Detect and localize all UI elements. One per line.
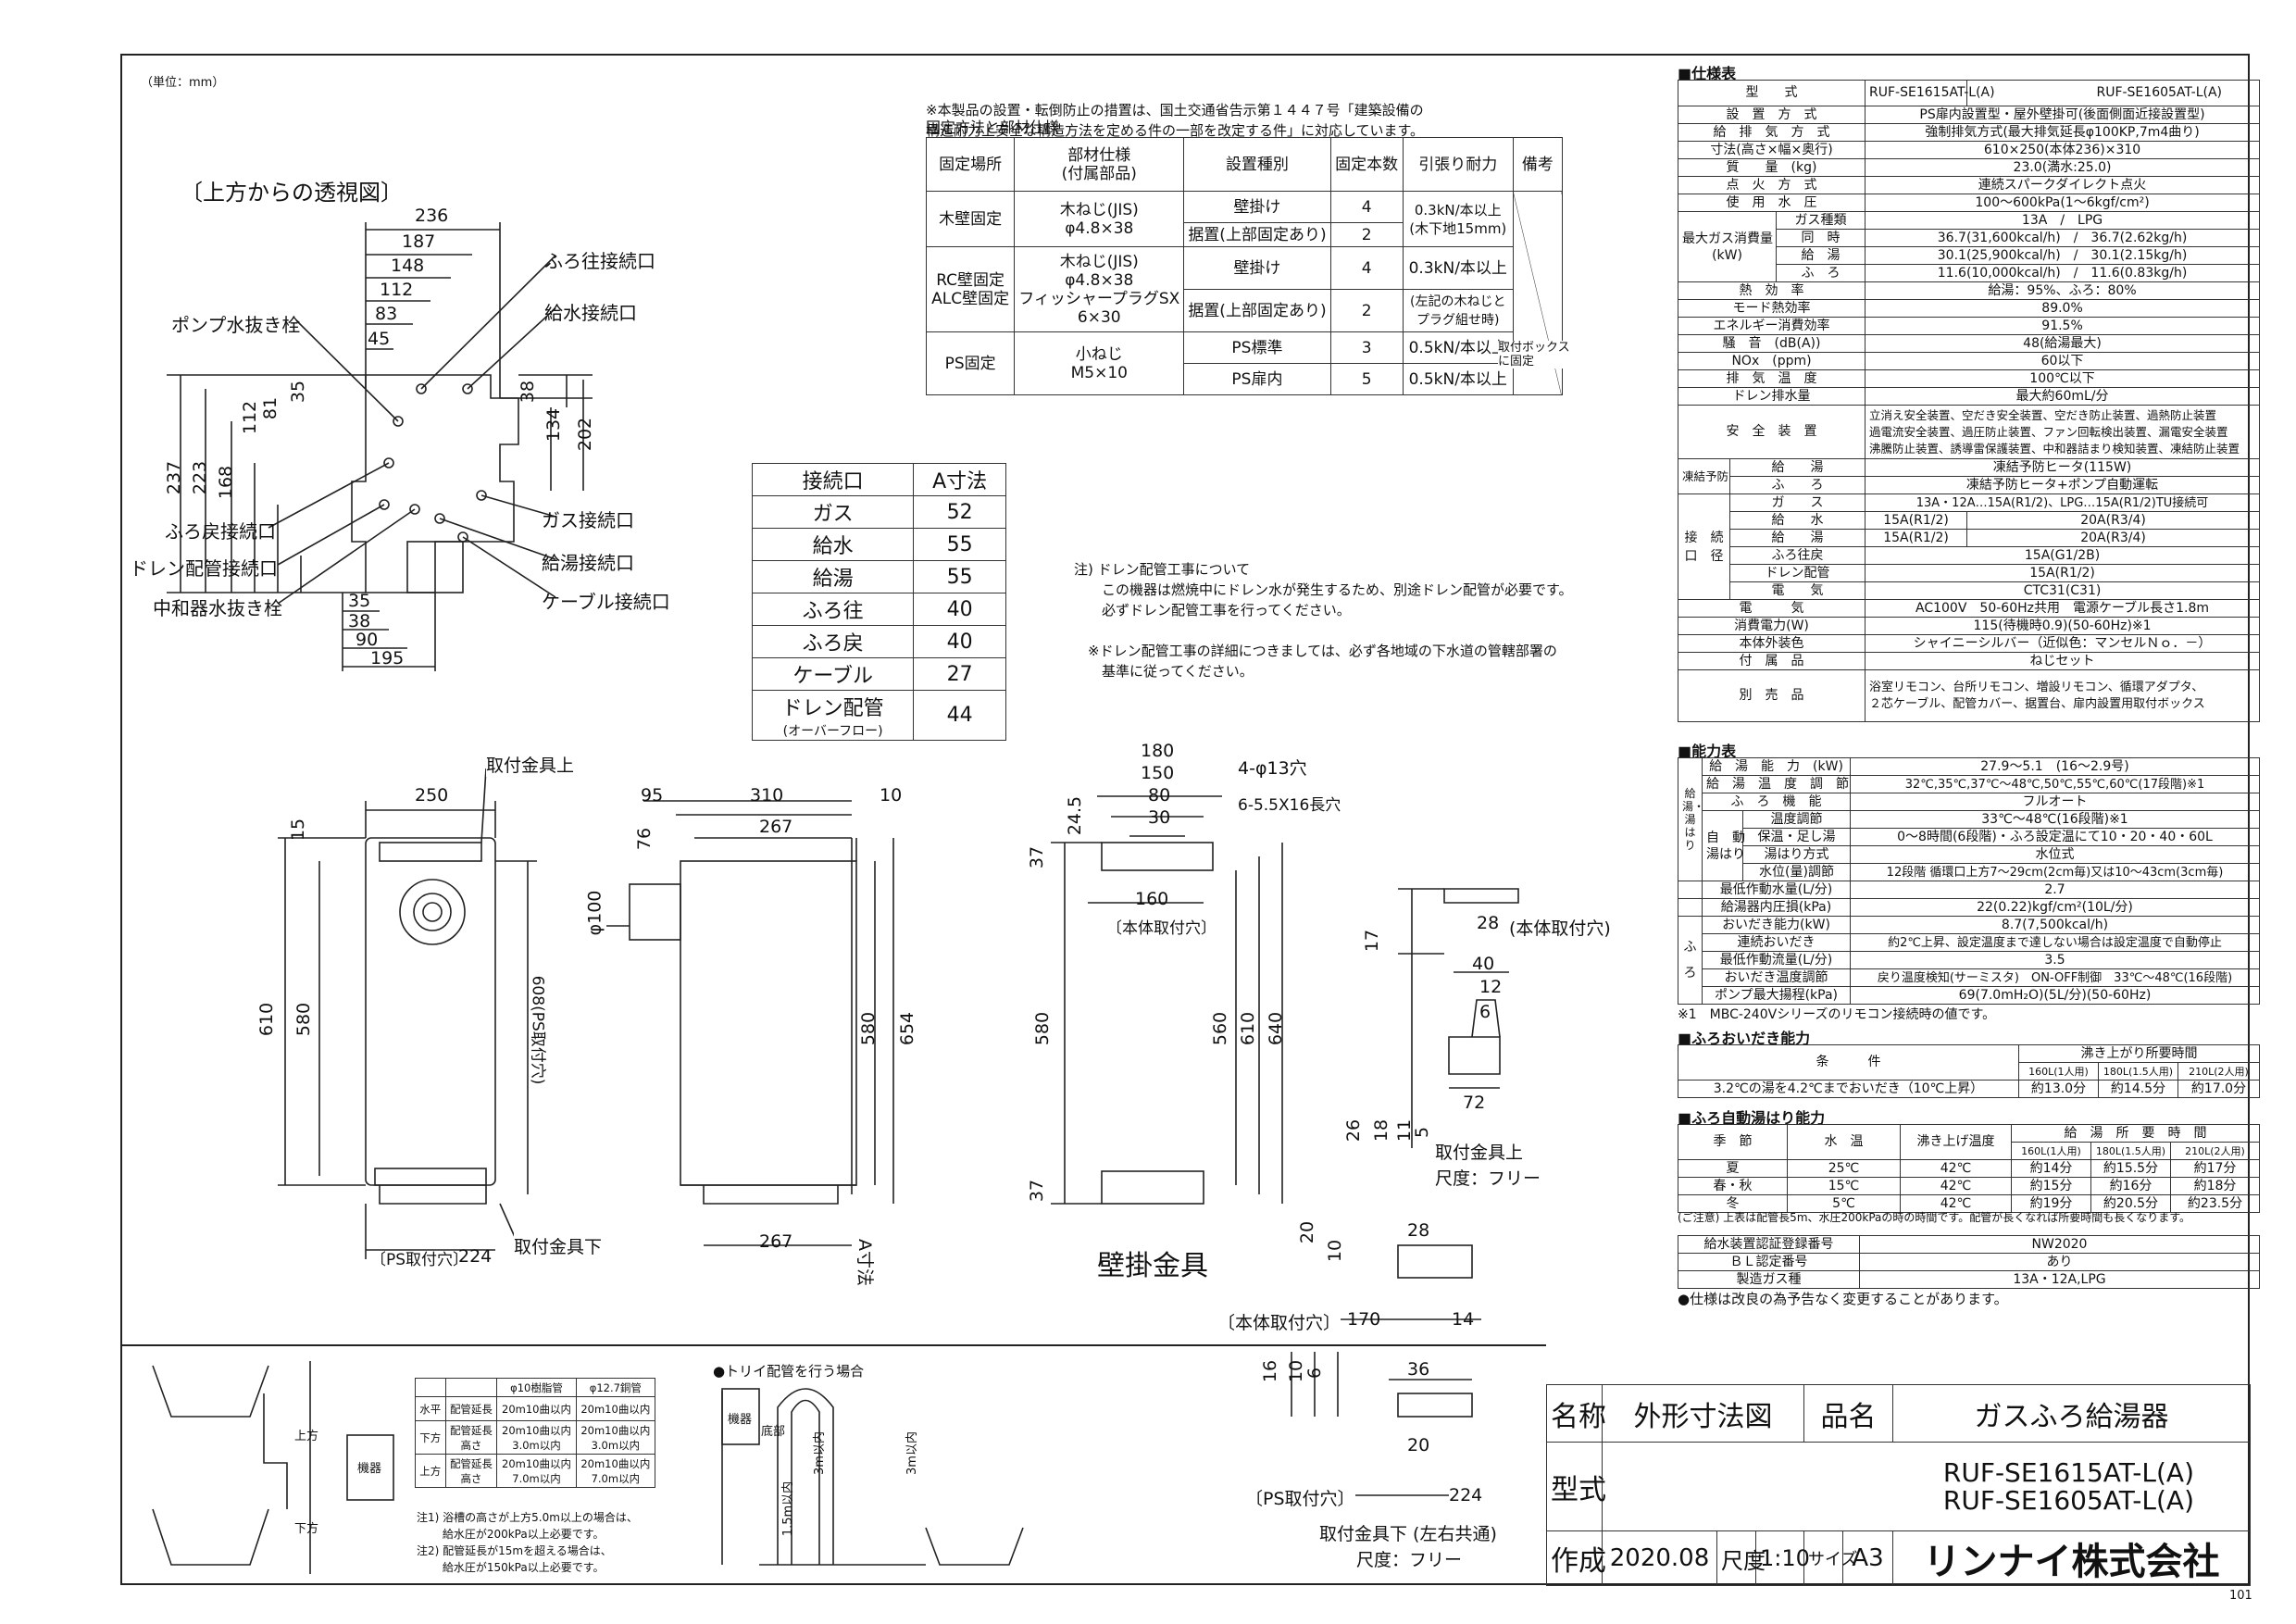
su-6: 6 — [1479, 1002, 1491, 1022]
capacity-section: ■能力表 — [1678, 743, 1737, 760]
sl-ps: 〔PS取付穴〕 — [1245, 1485, 1355, 1510]
top-note: ※本製品の設置・転倒防止の措置は、国土交通省告示第１４４７号「建築設備の構造耐力… — [926, 102, 1425, 139]
dim-236: 236 — [415, 206, 449, 226]
dim-267-bottom: 267 — [759, 1231, 793, 1252]
dim-148: 148 — [391, 256, 425, 276]
title-block: 名称 外形寸法図 品名 ガスふろ給湯器 型式 RUF-SE1615AT-L(A)… — [1546, 1384, 2251, 1586]
dim-45: 45 — [368, 329, 391, 349]
piping-divider — [120, 1344, 1546, 1346]
unit-label: （単位：mm） — [141, 76, 225, 90]
label-3m-a: 3m以内 — [812, 1431, 827, 1475]
fix-remark: 取付ボックス に固定 — [1498, 341, 1570, 369]
dim-10: 10 — [880, 785, 903, 806]
sl-36: 36 — [1407, 1359, 1430, 1380]
label-unit-2: 機器 — [728, 1413, 753, 1427]
label-bath-return: ふろ戻接続口 — [165, 520, 276, 543]
su-40: 40 — [1472, 954, 1495, 974]
su-28: 28 — [1477, 913, 1500, 933]
label-lower: 下方 — [294, 1522, 319, 1536]
dim-180: 180 — [1141, 741, 1175, 761]
label-bath-out: ふろ往接続口 — [544, 250, 655, 272]
label-unit-1: 機器 — [357, 1462, 382, 1476]
su-12: 12 — [1479, 977, 1503, 997]
label-pump-drain: ポンプ水抜き栓 — [171, 314, 301, 336]
label-neutralizer: 中和器水抜き栓 — [153, 597, 282, 619]
capacity-table: 給湯・湯はり給 湯 能 力 (kW)27.9～5.1 (16～2.9号) 給 湯… — [1678, 757, 2260, 1005]
dim-4-holes: 4-φ13穴 — [1238, 758, 1307, 779]
su-hole: (本体取付穴) — [1509, 918, 1611, 939]
label-upper: 上方 — [294, 1430, 319, 1443]
label-bottom: 底部 — [761, 1425, 786, 1439]
dim-195: 195 — [370, 648, 405, 668]
dim-83: 83 — [375, 304, 398, 324]
capacity-note: ※1 MBC-240Vシリーズのリモコン接続時の値です。 — [1678, 1007, 1996, 1022]
label-cable: ケーブル接続口 — [542, 591, 670, 613]
label-1-5m: 1.5m以内 — [781, 1480, 796, 1537]
label-drain: ドレン配管接続口 — [130, 557, 278, 580]
sl-14: 14 — [1452, 1309, 1475, 1330]
dim-112: 112 — [380, 280, 414, 300]
dim-160: 160 — [1135, 889, 1169, 909]
dim-35-b: 35 — [348, 591, 371, 611]
fixing-table: 固定場所 部材仕様 (付属部品) 設置種別 固定本数 引張り耐力 備考 木壁固定… — [925, 137, 1564, 395]
sl-28: 28 — [1407, 1220, 1430, 1241]
bracket-hole-label: 〔本体取付穴〕 — [1106, 919, 1217, 938]
trap-title: ●トリイ配管を行う場合 — [713, 1363, 865, 1380]
dim-250: 250 — [415, 785, 449, 806]
dim-90: 90 — [356, 630, 379, 650]
front-ps: 〔PS取付穴〕 — [370, 1251, 469, 1269]
dim-224: 224 — [458, 1246, 493, 1267]
sl-20b: 20 — [1407, 1435, 1430, 1455]
dim-267-top: 267 — [759, 817, 793, 837]
dim-310: 310 — [750, 785, 784, 806]
label-3m-b: 3m以内 — [905, 1431, 919, 1475]
sl-224: 224 — [1449, 1485, 1483, 1505]
label-gas: ガス接続口 — [542, 509, 634, 531]
oidaki-table: 条 件沸き上がり所要時間 160L(1人用)180L(1.5人用)210L(2人… — [1678, 1044, 2260, 1098]
sl-hole: 〔本体取付穴〕 — [1217, 1309, 1341, 1334]
page-number: 101 — [2229, 1589, 2252, 1603]
fix-title: 固定方法と部材仕様 — [926, 119, 1060, 136]
su-scale: 尺度：フリー — [1435, 1168, 1541, 1189]
dim-150: 150 — [1141, 763, 1175, 783]
autofill-note: (ご注意) 上表は配管長5m、水圧200kPaの時の時間です。配管が長くなれば所… — [1678, 1211, 2191, 1224]
su-72: 72 — [1463, 1093, 1486, 1113]
dim-30: 30 — [1148, 807, 1171, 828]
top-view-title: 〔上方からの透視図〕 — [181, 180, 403, 206]
dim-6-slots: 6-5.5X16長穴 — [1238, 796, 1341, 815]
label-water-in: 給水接続口 — [544, 302, 637, 324]
front-label-top: 取付金具上 — [486, 752, 575, 777]
sl-scale: 尺度：フリー — [1356, 1550, 1463, 1570]
bracket-title: 壁掛金具 — [1097, 1250, 1208, 1282]
autofill-table: 季 節水 温沸き上げ温度給 湯 所 要 時 間 160L(1人用)180L(1.… — [1678, 1124, 2261, 1213]
autofill-section: ■ふろ自動湯はり能力 — [1678, 1109, 1826, 1127]
su-label: 取付金具上 — [1435, 1143, 1524, 1163]
sl-170: 170 — [1347, 1309, 1381, 1330]
front-label-bottom: 取付金具下 — [514, 1233, 603, 1258]
oidaki-section: ■ふろおいだき能力 — [1678, 1030, 1811, 1047]
label-hot-water: 給湯接続口 — [542, 552, 634, 574]
drain-note: 注) ドレン配管工事について この機器は燃焼中にドレン水が発生するため、別途ドレ… — [1074, 561, 1573, 680]
sl-label: 取付金具下 (左右共通) — [1319, 1524, 1497, 1544]
spec-section: ■仕様表 — [1678, 65, 1737, 82]
dim-187: 187 — [402, 231, 436, 252]
piping-notes: 注1) 浴槽の高さが上方5.0m以上の場合は、 給水圧が200kPa以上必要です… — [417, 1511, 638, 1574]
dim-80: 80 — [1148, 785, 1171, 806]
dim-38-b: 38 — [348, 611, 371, 631]
cert-note: ●仕様は改良の為予告なく変更することがあります。 — [1678, 1291, 2008, 1307]
dim-95: 95 — [641, 785, 664, 806]
